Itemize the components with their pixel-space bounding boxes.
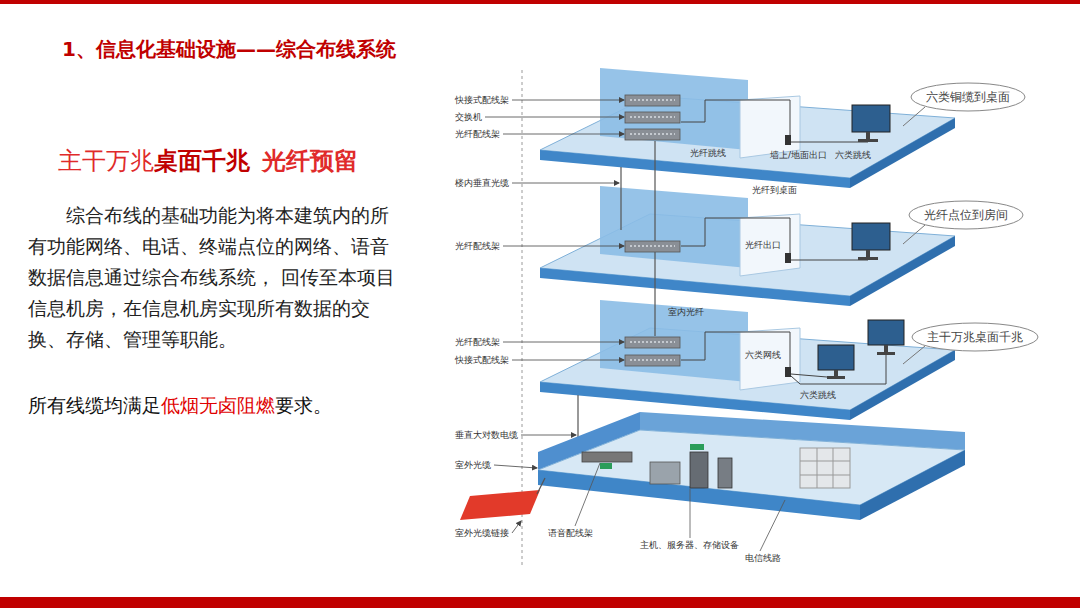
bottom-bar — [0, 597, 1080, 608]
callout-label: 光纤配线架 — [455, 240, 500, 252]
part-label: 六类跳线 — [800, 389, 836, 401]
fiber-cord — [681, 218, 790, 253]
body-text: 综合布线的基础功能为将本建筑内的所有功能网络、电话、终端点位的网络、语音数据信息… — [28, 200, 406, 355]
outdoor-link — [460, 490, 540, 520]
outlet — [785, 135, 791, 145]
top-rule — [0, 0, 1080, 4]
callout-label: 室外光缆链接 — [455, 527, 509, 539]
patch-cord — [681, 100, 790, 135]
monitor-base — [858, 139, 878, 142]
port-row — [630, 100, 675, 134]
callout-text: 主干万兆桌面千兆 — [927, 330, 1023, 345]
server-rack — [690, 452, 708, 488]
port-row — [630, 245, 675, 247]
port-row — [630, 342, 675, 360]
monitor-base — [858, 257, 878, 260]
leader-arrow — [485, 117, 624, 118]
leader-arrow — [521, 435, 576, 436]
fiber-cord — [791, 258, 868, 260]
leader-line — [690, 489, 691, 538]
leader-line — [575, 463, 600, 526]
note-line: 所有线缆均满足低烟无卤阻燃要求。 — [28, 393, 332, 418]
note-part: 所有线缆均满足 — [28, 393, 161, 418]
network-cable — [681, 332, 790, 367]
callout-bubble: 光纤点位到房间 — [908, 200, 1024, 230]
riser-cable — [620, 167, 621, 230]
outlet — [785, 253, 791, 263]
monitor-stand — [866, 132, 870, 140]
callout-label: 室外光缆 — [455, 459, 491, 471]
monitor — [852, 223, 890, 250]
part-label: 六类网线 — [745, 349, 781, 361]
subtitle-part: 桌面千兆 — [154, 146, 250, 176]
connector-block — [690, 444, 704, 450]
monitor-stand — [866, 250, 870, 258]
patch-cord — [791, 140, 868, 142]
fiber-panel — [625, 241, 680, 252]
callout-pointer — [903, 225, 925, 244]
room-side — [860, 450, 965, 520]
slide-title: 1、信息化基础设施——综合布线系统 — [62, 36, 396, 62]
guide-line — [522, 70, 523, 565]
part-label: 光纤出口 — [745, 239, 781, 251]
subtitle-part: 光纤预留 — [262, 146, 358, 176]
part-label: 电信线路 — [745, 552, 781, 564]
callout-outline — [912, 323, 1038, 351]
part-label: 室内光纤 — [668, 306, 704, 318]
leader-arrow — [494, 465, 537, 468]
part-label: 光纤到桌面 — [752, 184, 797, 196]
leader-line — [760, 500, 785, 551]
part-label: 六类跳线 — [835, 149, 871, 161]
callout-label: 光纤配线架 — [455, 128, 500, 140]
outlet — [785, 367, 791, 377]
callout-label: 快接式配线架 — [455, 94, 509, 106]
leader-arrow — [512, 521, 521, 533]
monitor-base — [877, 352, 895, 355]
callout-pointer — [903, 107, 925, 126]
note-part: 要求。 — [275, 393, 332, 418]
cabinet — [800, 448, 850, 488]
monitor — [818, 345, 854, 370]
part-label: 墙上/地面出口 — [770, 149, 827, 161]
part-label: 主机、服务器、存储设备 — [640, 539, 739, 551]
cabinet-grid — [800, 448, 850, 488]
leader-arrow — [503, 246, 624, 247]
leader-arrow — [503, 342, 624, 343]
callout-outline — [911, 83, 1025, 111]
monitor — [852, 105, 890, 132]
part-label: 语音配线架 — [548, 527, 593, 539]
monitor — [868, 320, 904, 345]
callout-label: 交换机 — [455, 111, 482, 123]
leader-arrow — [512, 100, 624, 101]
monitor-base — [827, 376, 845, 379]
connector-block — [600, 463, 612, 469]
callout-label: 光纤配线架 — [455, 336, 500, 348]
riser-cable — [654, 141, 655, 336]
callout-bubble: 主干万兆桌面千兆 — [911, 322, 1039, 352]
storage-unit — [718, 458, 732, 488]
floor-slab — [540, 68, 955, 188]
outdoor-cable — [537, 478, 545, 494]
callout-label: 垂直大对数电缆 — [455, 429, 518, 441]
callout-text: 六类铜缆到桌面 — [926, 90, 1010, 105]
monitor-stand — [884, 345, 888, 353]
callout-label: 快接式配线架 — [455, 354, 509, 366]
subtitle-part: 主干万兆 — [58, 146, 154, 176]
note-part: 低烟无卤阻燃 — [161, 393, 275, 418]
monitor-stand — [834, 370, 838, 377]
subtitle-line: 主干万兆桌面千兆光纤预留 — [58, 146, 358, 176]
leader-arrow — [512, 360, 624, 361]
callout-text: 光纤点位到房间 — [924, 208, 1008, 223]
leader-arrow — [503, 134, 624, 135]
patch-cord — [791, 374, 827, 377]
callout-label: 楼内垂直光缆 — [455, 177, 509, 189]
part-label: 光纤跳线 — [690, 147, 726, 159]
callout-pointer — [903, 346, 925, 364]
voice-panel — [582, 452, 632, 462]
callout-bubble: 六类铜缆到桌面 — [910, 82, 1026, 112]
server — [650, 462, 680, 484]
leader-arrow — [512, 183, 619, 184]
callout-outline — [909, 201, 1023, 229]
